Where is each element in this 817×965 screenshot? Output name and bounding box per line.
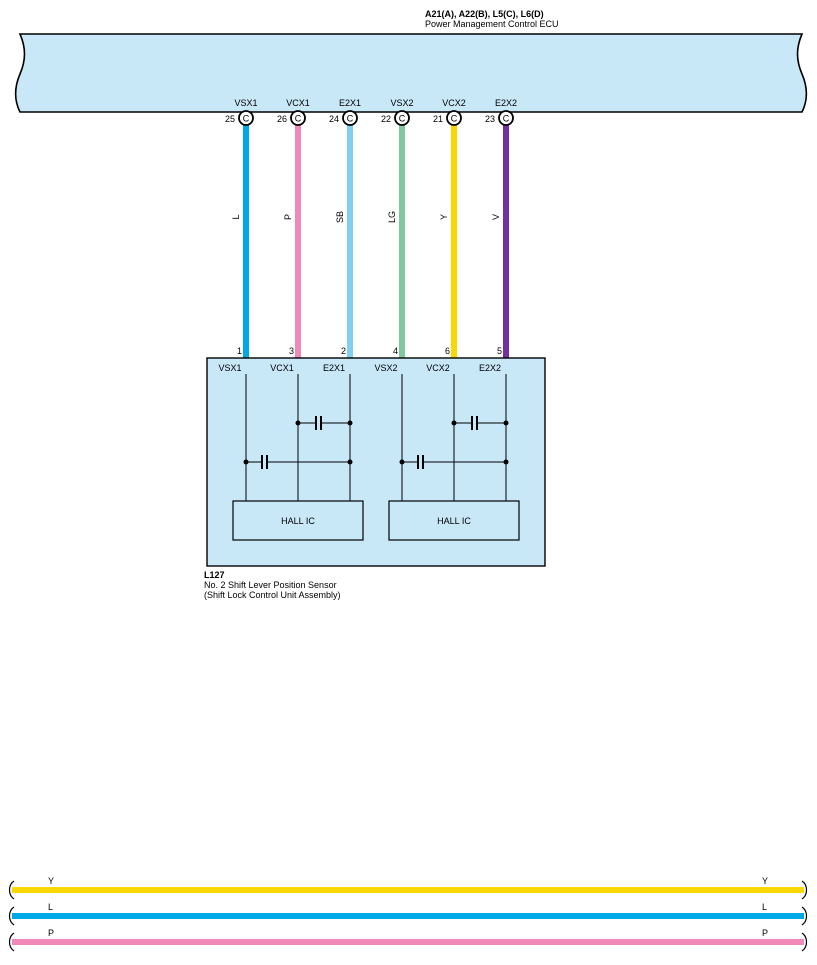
legend-code-right: P [762, 928, 768, 938]
sensor-signal-vcx2: VCX2 [426, 363, 450, 373]
sensor-signal-vsx1: VSX1 [218, 363, 241, 373]
ecu-pin-24: 24 [329, 114, 339, 124]
ecu-terminal-circle [394, 110, 410, 126]
hall-ic-1-box [232, 500, 364, 541]
wire-code-vcx2: Y [439, 214, 449, 220]
hall-ic-2-label: HALL IC [437, 516, 471, 526]
ecu-connector-label: A21(A), A22(B), L5(C), L6(D) [425, 9, 544, 19]
legend-code-left: L [48, 902, 53, 912]
ecu-conn-letter: C [295, 114, 302, 124]
legend-code-left: Y [48, 876, 54, 886]
ecu-terminal-circle [498, 110, 514, 126]
wire-code-vsx2: LG [387, 211, 397, 223]
legend-break-left [8, 932, 15, 952]
ecu-name: Power Management Control ECU [425, 19, 559, 29]
ecu-conn-letter: C [503, 114, 510, 124]
legend-code-right: L [762, 902, 767, 912]
wire-legend: Y Y L L P P [8, 876, 808, 952]
sensor-pin-2: 2 [341, 346, 346, 356]
sensor-name: No. 2 Shift Lever Position Sensor [204, 580, 337, 590]
ecu-terminal-circle [290, 110, 306, 126]
ecu-pin-26: 26 [277, 114, 287, 124]
sensor-pin-3: 3 [289, 346, 294, 356]
wire-code-e2x2: V [491, 214, 501, 220]
legend-break-right [801, 906, 808, 926]
sensor-signal-e2x2: E2X2 [479, 363, 501, 373]
ecu-signal-e2x1: E2X1 [339, 98, 361, 108]
wire-code-e2x1: SB [335, 211, 345, 223]
legend-code-left: P [48, 928, 54, 938]
sensor-pin-4: 4 [393, 346, 398, 356]
hall-ic-2-box [388, 500, 520, 541]
legend-break-left [8, 880, 15, 900]
ecu-signal-vsx2: VSX2 [390, 98, 413, 108]
ecu-conn-letter: C [451, 114, 458, 124]
sensor-pin-1: 1 [237, 346, 242, 356]
sensor-pin-5: 5 [497, 346, 502, 356]
legend-break-right [801, 932, 808, 952]
ecu-pin-25: 25 [225, 114, 235, 124]
wire-code-vsx1: L [231, 214, 241, 219]
ecu-pin-21: 21 [433, 114, 443, 124]
sensor-signal-vcx1: VCX1 [270, 363, 294, 373]
ecu-pin-23: 23 [485, 114, 495, 124]
ecu-signal-vsx1: VSX1 [234, 98, 257, 108]
junction-dots [243, 420, 509, 465]
ecu-signal-vcx1: VCX1 [286, 98, 310, 108]
sensor-subname: (Shift Lock Control Unit Assembly) [204, 590, 341, 600]
ecu-conn-letter: C [347, 114, 354, 124]
internal-circuit [245, 374, 507, 501]
wires: L P SB LG Y V [231, 118, 509, 358]
sensor-signal-vsx2: VSX2 [374, 363, 397, 373]
ecu-signal-e2x2: E2X2 [495, 98, 517, 108]
ecu-box [14, 33, 808, 113]
ecu-signal-vcx2: VCX2 [442, 98, 466, 108]
legend-break-right [801, 880, 808, 900]
hall-ic-1-label: HALL IC [281, 516, 315, 526]
sensor-id: L127 [204, 570, 225, 580]
ecu-terminal-circle [238, 110, 254, 126]
ecu-terminal-circle [446, 110, 462, 126]
wire-code-vcx1: P [283, 214, 293, 220]
ecu-terminal-circle [342, 110, 358, 126]
sensor-signal-e2x1: E2X1 [323, 363, 345, 373]
ecu-conn-letter: C [243, 114, 250, 124]
ecu-pin-22: 22 [381, 114, 391, 124]
ecu-conn-letter: C [399, 114, 406, 124]
legend-code-right: Y [762, 876, 768, 886]
sensor-pin-6: 6 [445, 346, 450, 356]
legend-break-left [8, 906, 15, 926]
